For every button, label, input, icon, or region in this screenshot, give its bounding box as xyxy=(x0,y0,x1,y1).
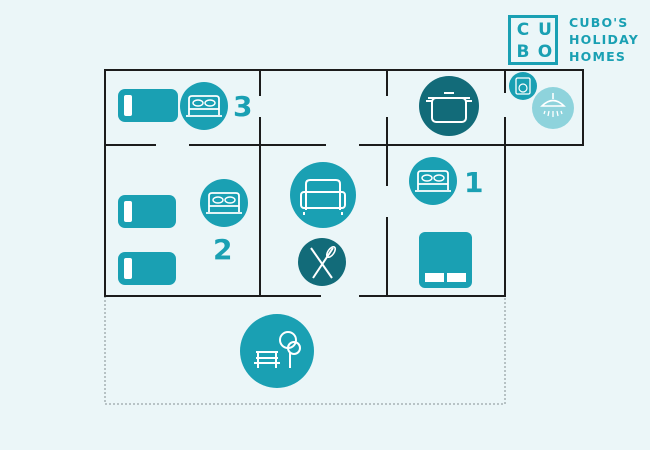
logo-letter-b: B xyxy=(516,42,530,62)
room-number-3: 3 xyxy=(233,90,253,123)
cooking-pot-icon xyxy=(419,76,479,136)
double-bed-icon xyxy=(409,157,457,205)
room-number-1: 1 xyxy=(464,166,484,199)
walls xyxy=(104,69,584,297)
brand-line-3: HOMES xyxy=(569,49,627,64)
logo-letter-u: U xyxy=(538,20,552,40)
cutlery-icon xyxy=(298,238,346,286)
double-bed-icon xyxy=(180,82,228,130)
single-bed-icon xyxy=(118,195,176,228)
garden-bench-icon xyxy=(240,314,314,388)
stove-icon xyxy=(419,232,472,288)
double-bed-icon xyxy=(200,179,248,227)
shower-icon xyxy=(532,87,574,129)
logo-letter-o: O xyxy=(537,42,553,62)
logo-mark: C U B O xyxy=(508,15,558,65)
washing-machine-icon xyxy=(509,72,537,100)
brand-line-2: HOLIDAY xyxy=(569,32,640,47)
single-bed-icon xyxy=(118,252,176,285)
garden-outline xyxy=(104,296,506,405)
brand-line-1: CUBO'S xyxy=(569,15,629,30)
sofa-icon xyxy=(290,162,356,228)
single-bed-icon xyxy=(118,89,178,122)
logo-letter-c: C xyxy=(516,20,530,40)
room-number-2: 2 xyxy=(213,233,233,266)
